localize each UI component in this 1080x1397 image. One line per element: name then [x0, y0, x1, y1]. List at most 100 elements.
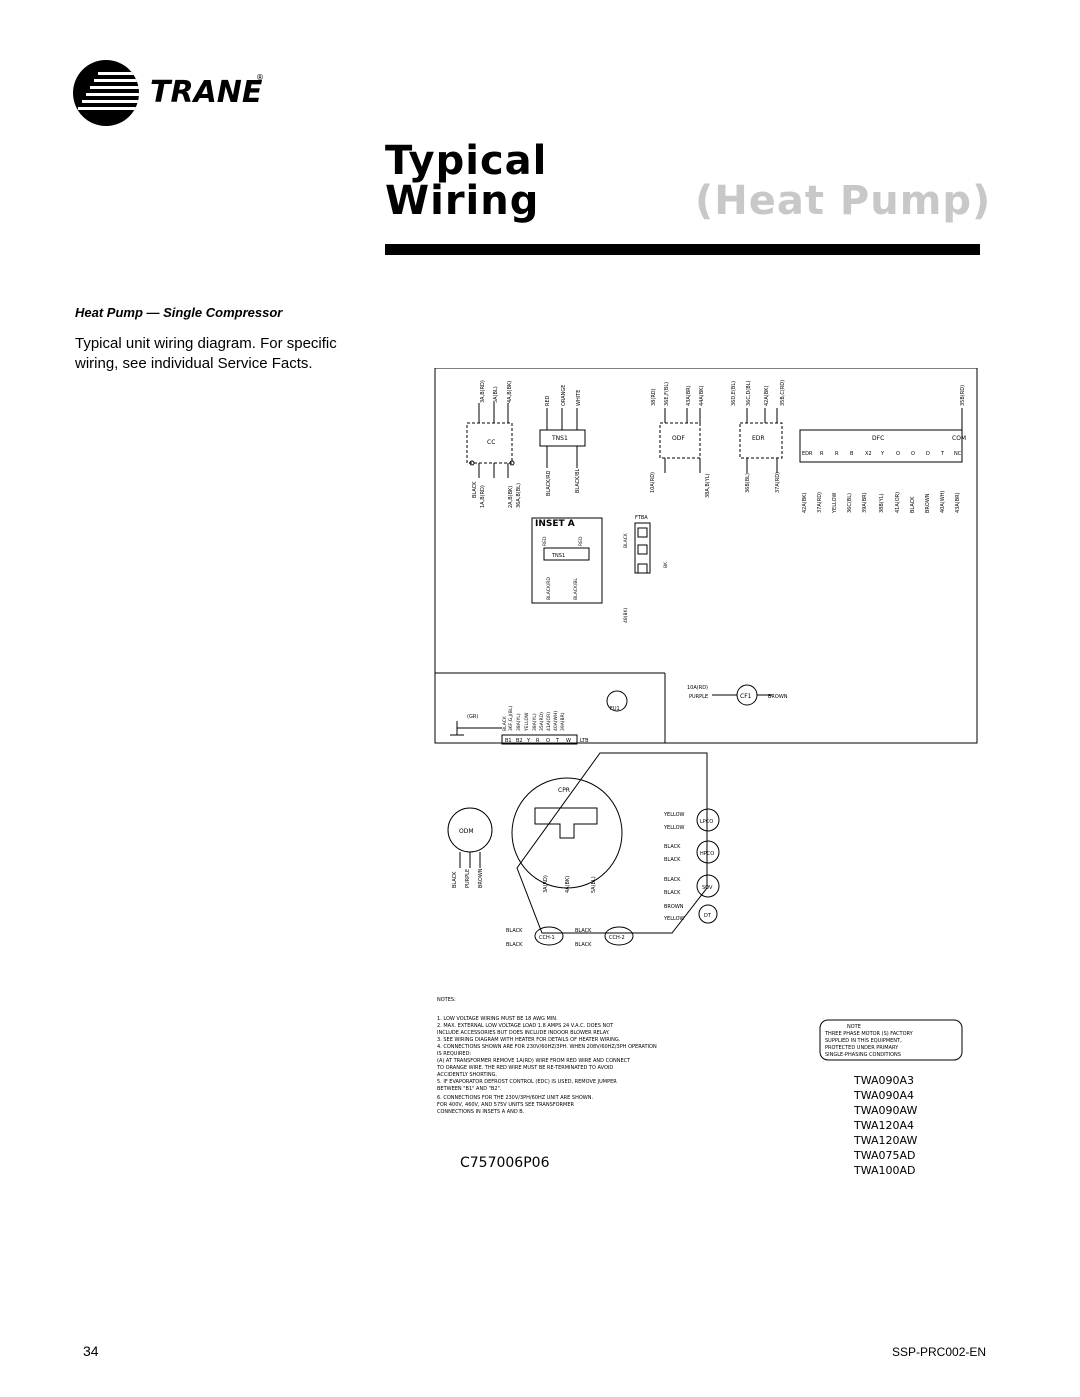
diagram-label: 39A(BR)	[560, 712, 566, 731]
cpr-label: CPR	[558, 787, 570, 794]
diagram-label: 35A(RD)	[539, 712, 545, 731]
diagram-label: 10A(RD)	[687, 685, 708, 691]
diagram-label: YELLOW	[663, 812, 685, 818]
model-number: TWA075AD	[853, 1149, 916, 1162]
ltb-label: LTB	[580, 738, 589, 744]
diagram-label: ORANGE	[561, 385, 567, 406]
diagram-label: T	[940, 451, 945, 457]
sov-label: SOV	[702, 885, 713, 891]
diagram-label: BLACK/BL	[573, 578, 579, 600]
diagram-label: 38A(YL)	[532, 713, 538, 731]
diagram-label: BLACK	[664, 890, 681, 896]
model-number: TWA090A3	[853, 1074, 914, 1087]
diagram-label: BLACK	[506, 928, 523, 934]
diagram-label: B2	[516, 738, 523, 744]
fu1-label: FU1	[610, 706, 620, 712]
diagram-label: YELLOW	[524, 712, 530, 732]
diagram-label: R	[820, 451, 824, 457]
ftba-label: FTBA	[635, 515, 648, 521]
cch1-heater	[534, 926, 564, 946]
diagram-label: T	[555, 738, 560, 744]
compressor-enclosure	[516, 752, 708, 934]
hpco-label: HPCO	[700, 851, 714, 857]
diagram-label: 4A,B(BK)	[507, 381, 513, 403]
lpco-switch	[696, 808, 720, 832]
page-number: 34	[83, 1343, 99, 1359]
dt-label: DT	[704, 913, 712, 919]
sov-valve	[696, 874, 720, 898]
diagram-label: BLACK	[664, 857, 681, 863]
document-id: SSP-PRC002-EN	[892, 1345, 987, 1359]
diagram-label: 5A(BL)	[493, 386, 499, 403]
diagram-label: 36D,E(BL)	[731, 381, 737, 406]
diagram-label: D	[926, 451, 930, 457]
diagram-label: 42A(BK)	[802, 493, 808, 513]
cc-label: CC	[487, 439, 495, 446]
diagram-label: BLACK	[664, 844, 681, 850]
diagram-label: 48(BK)	[623, 607, 629, 623]
diagram-label: EDR	[802, 451, 813, 457]
diagram-label: O	[546, 738, 550, 744]
diagram-label: WHITE	[576, 390, 582, 406]
diagram-label: PROTECTED UNDER PRIMARY	[825, 1045, 899, 1051]
diagram-label: YELLOW	[663, 916, 685, 922]
diagram-label: CONNECTIONS IN INSETS A AND B.	[437, 1109, 525, 1115]
tns1-label: TNS1	[551, 435, 568, 442]
dfc-board	[799, 429, 963, 463]
diagram-label: BLACK	[452, 871, 458, 888]
diagram-label: 5A(BL)	[591, 876, 597, 893]
diagram-label: 38(RD)	[651, 388, 657, 406]
diagram-label: YELLOW	[832, 492, 838, 514]
page-title-line1: Typical	[385, 138, 548, 184]
diagram-label: 36A,B(BL)	[516, 483, 522, 508]
diagram-label: O	[911, 451, 915, 457]
diagram-label: 10A(RD)	[650, 472, 656, 493]
diagram-label: 41A(OR)	[546, 712, 552, 731]
drawing-number: C757006P06	[460, 1155, 550, 1171]
diagram-label: BLACK	[472, 481, 478, 498]
title-rule	[385, 244, 980, 255]
diagram-label: SINGLE-PHASING CONDITIONS	[825, 1052, 901, 1058]
diagram-label: 43A(BR)	[955, 492, 961, 513]
diagram-label: PURPLE	[689, 694, 708, 700]
odm-label: ODM	[459, 828, 474, 835]
diagram-label: 43A(BR)	[686, 385, 692, 406]
intro-paragraph: Typical unit wiring diagram. For specifi…	[75, 335, 337, 372]
model-number: TWA090A4	[853, 1089, 914, 1102]
wiring-diagram: 3A,B(RD) 5A(BL) 4A,B(BK) RED ORANGE WHIT…	[434, 368, 978, 1177]
section-heading: Heat Pump — Single Compressor	[75, 305, 283, 320]
diagram-label: 5. IF EVAPORATOR DEFROST CONTROL (EDC) I…	[437, 1079, 617, 1085]
diagram-label: ACCIDENTLY SHORTING.	[437, 1072, 497, 1078]
diagram-label: BROWN	[664, 904, 684, 910]
note-box	[819, 1019, 963, 1061]
diagram-label: X2	[865, 451, 872, 457]
diagram-label: BLACK	[910, 496, 916, 513]
diagram-label: BROWN	[925, 493, 931, 513]
diagram-label: 35B(RD)	[960, 385, 966, 406]
diagram-label: 38A(YL)	[516, 713, 522, 731]
diagram-label: O	[896, 451, 900, 457]
diagram-label: RED	[578, 536, 584, 546]
dt-thermostat	[698, 904, 718, 924]
diagram-label: 38B(YL)	[879, 493, 885, 513]
diagram-label: TO ORANGE WIRE. THE RED WIRE MUST BE RE-…	[436, 1065, 613, 1071]
edr-label: EDR	[752, 435, 765, 442]
diagram-label: 37A(RD)	[775, 472, 781, 493]
cch2-label: CCH-2	[609, 935, 625, 941]
diagram-label: NC	[954, 451, 962, 457]
diagram-label: 2. MAX. EXTERNAL LOW VOLTAGE LOAD 1.8 AM…	[437, 1023, 614, 1029]
diagram-label: 36B(BL)	[745, 473, 751, 493]
diagram-label: BROWN	[768, 694, 788, 700]
diagram-label: 35B,C(RD)	[780, 380, 786, 406]
lpco-label: LPCO	[700, 819, 713, 825]
diagram-label: SUPPLIED IN THIS EQUIPMENT,	[825, 1038, 902, 1044]
diagram-label: 2A,B(BK)	[508, 486, 514, 508]
diagram-label: 41A(OR)	[895, 492, 901, 513]
diagram-label: 6. CONNECTIONS FOR THE 230V/3PH/60HZ UNI…	[437, 1095, 593, 1101]
brand-wordmark: TRANE	[150, 75, 263, 110]
diagram-label: Y	[880, 451, 885, 457]
cch2-heater	[604, 926, 634, 946]
diagram-label: TNS1	[551, 553, 565, 559]
gr-label: (GR)	[467, 714, 478, 720]
diagram-label: YELLOW	[663, 825, 685, 831]
